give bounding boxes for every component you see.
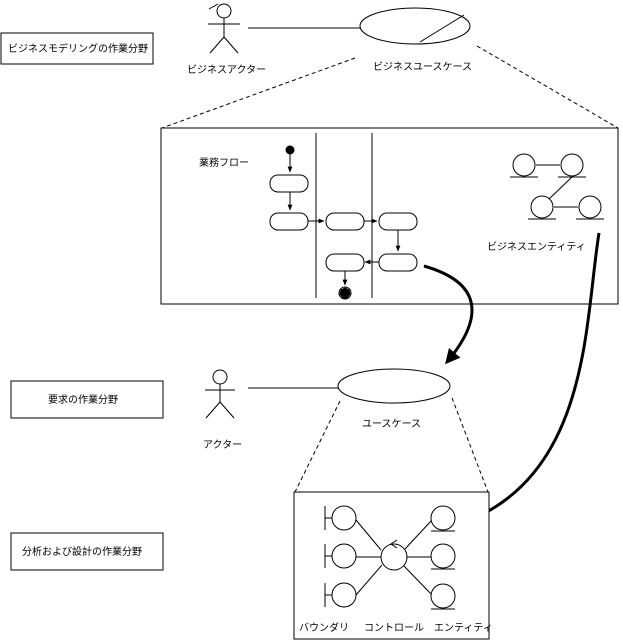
area-box-requirements: 要求の作業分野 (10, 380, 164, 419)
activity-node (325, 212, 365, 231)
business-actor-icon (208, 3, 240, 54)
boundary-icon (324, 582, 357, 608)
business-actor-label: ビジネスアクター (187, 64, 266, 76)
zoom-line-left-2 (294, 400, 341, 493)
business-entity-label: ビジネスエンティティ (487, 241, 586, 253)
actor-icon (205, 369, 235, 419)
area-label-requirements: 要求の作業分野 (48, 393, 118, 406)
use-case-label: ユースケース (362, 418, 421, 430)
boundary-icon (324, 543, 357, 569)
entity-to-analysis-arrow (472, 232, 601, 520)
activity-node (269, 212, 309, 231)
control-label: コントロール (364, 623, 424, 634)
area-label-analysis-design: 分析および設計の作業分野 (22, 545, 142, 558)
area-box-analysis-design: 分析および設計の作業分野 (10, 532, 164, 571)
entity-icon (430, 505, 456, 532)
end-node-icon (338, 286, 352, 300)
actor-label: アクター (203, 439, 242, 451)
activity-node (378, 253, 418, 272)
zoom-line-right-2 (451, 397, 489, 493)
area-label-business-modeling: ビジネスモデリングの作業分野 (8, 42, 148, 55)
activity-node (325, 253, 365, 272)
zoom-line-right (476, 45, 619, 129)
control-icon (380, 539, 408, 571)
business-flow-label: 業務フロー (199, 156, 249, 169)
entity-icon (430, 543, 456, 570)
boundary-label: バウンダリ (299, 621, 349, 634)
entity-label: エンティティ (434, 623, 493, 634)
flow-to-use-case-arrow (423, 264, 474, 365)
activity-node (378, 212, 418, 231)
use-case-icon (337, 368, 451, 404)
boundary-icon (324, 505, 357, 531)
business-use-case-label: ビジネスユースケース (373, 61, 472, 73)
area-box-business-modeling: ビジネスモデリングの作業分野 (0, 32, 154, 65)
activity-diagram (269, 145, 418, 300)
business-entity-icons (510, 153, 604, 220)
entity-icon (430, 583, 456, 610)
analysis-class-diagram (324, 505, 456, 610)
zoom-line-left (161, 57, 356, 129)
business-use-case-icon (359, 7, 471, 45)
start-node-icon (285, 145, 295, 155)
activity-node (269, 174, 309, 193)
